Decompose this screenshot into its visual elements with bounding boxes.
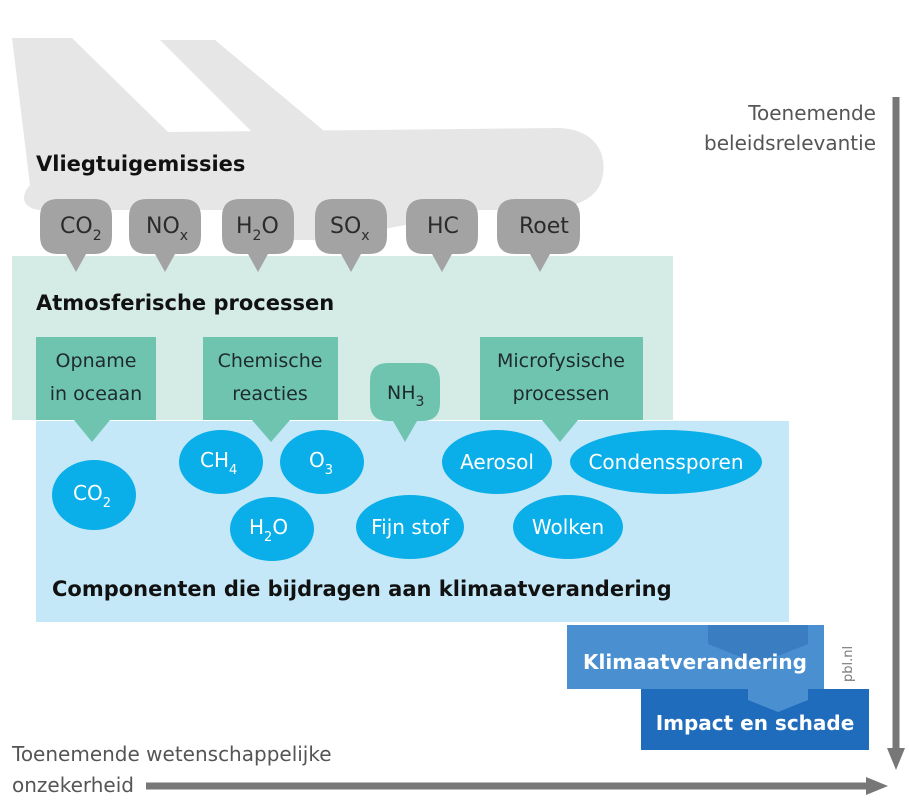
svg-text:H2O: H2O xyxy=(249,515,288,545)
impact-label: Impact en schade xyxy=(656,711,855,735)
component-label: CO xyxy=(73,481,103,505)
emission-label: Roet xyxy=(519,214,569,239)
emission-subscript: 2 xyxy=(93,228,102,244)
source-credit: pbl.nl xyxy=(841,646,856,682)
component-particulate-matter: Fijn stof xyxy=(356,495,464,559)
vertical-axis-arrow xyxy=(887,97,905,770)
component-aerosol: Aerosol xyxy=(442,430,552,494)
process-label-line2: in oceaan xyxy=(50,383,142,405)
horizontal-axis-label-line1: Toenemende wetenschappelijke xyxy=(11,742,332,766)
emission-bubble-h2o: H2O xyxy=(222,199,294,272)
emission-bubble-co2: CO2 xyxy=(40,199,112,272)
vertical-axis-label-line1: Toenemende xyxy=(747,101,876,125)
svg-text:CO2: CO2 xyxy=(60,214,102,244)
emission-bubble-nox: NOx xyxy=(129,199,201,272)
emissions-heading: Vliegtuigemissies xyxy=(36,152,245,176)
horizontal-axis-label-line2: onzekerheid xyxy=(12,773,134,797)
process-box-ocean-uptake: Opname in oceaan xyxy=(36,337,156,442)
nh3-bubble: NH3 xyxy=(370,363,440,442)
process-label-line1: Opname xyxy=(56,350,137,372)
component-contrails: Condenssporen xyxy=(570,430,762,494)
component-label: H xyxy=(249,515,264,539)
svg-text:CO2: CO2 xyxy=(73,481,111,511)
component-subscript: 3 xyxy=(325,463,333,478)
horizontal-axis-arrow xyxy=(146,777,888,795)
process-label-line2: reacties xyxy=(232,383,308,405)
component-subscript: 2 xyxy=(103,496,111,511)
nh3-label: NH xyxy=(387,382,416,404)
vertical-axis-label-line2: beleidsrelevantie xyxy=(704,131,876,155)
emission-subscript: x xyxy=(361,228,369,244)
component-subscript: 2 xyxy=(264,530,272,545)
process-label-line1: Chemische xyxy=(218,350,323,372)
emission-bubble-soot: Roet xyxy=(497,199,580,272)
component-label-tail: O xyxy=(272,515,288,539)
emission-label: SO xyxy=(330,214,361,239)
emission-label: CO xyxy=(60,214,93,239)
component-label: O xyxy=(309,448,325,472)
emission-label: NO xyxy=(146,214,180,239)
component-label: Wolken xyxy=(532,515,604,539)
nh3-subscript: 3 xyxy=(416,394,425,410)
component-label: Aerosol xyxy=(460,450,534,474)
svg-text:CH4: CH4 xyxy=(200,448,237,478)
svg-text:NOx: NOx xyxy=(146,214,188,244)
components-heading: Componenten die bijdragen aan klimaatver… xyxy=(52,577,672,601)
svg-text:SOx: SOx xyxy=(330,214,370,244)
component-h2o: H2O xyxy=(230,497,314,561)
component-o3: O3 xyxy=(280,430,364,494)
emission-label: H xyxy=(236,214,253,239)
emission-subscript: 2 xyxy=(253,228,262,244)
process-box-chemical-reactions: Chemische reacties xyxy=(203,337,338,442)
component-co2: CO2 xyxy=(52,460,136,530)
svg-text:O3: O3 xyxy=(309,448,333,478)
emission-bubble-hc: HC xyxy=(406,199,478,272)
svg-text:H2O: H2O xyxy=(236,214,279,244)
emission-bubble-sox: SOx xyxy=(315,199,387,272)
process-box-microphysical: Microfysische processen xyxy=(480,337,643,442)
component-label: Condenssporen xyxy=(588,450,743,474)
emission-label-tail: O xyxy=(261,214,278,239)
climate-change-box: Klimaatverandering xyxy=(567,625,824,712)
component-subscript: 4 xyxy=(229,463,237,478)
component-label: Fijn stof xyxy=(371,515,450,539)
component-ch4: CH4 xyxy=(179,430,263,494)
emission-label: HC xyxy=(427,214,459,239)
component-label: CH xyxy=(200,448,229,472)
emission-subscript: x xyxy=(180,228,188,244)
atmosphere-heading: Atmosferische processen xyxy=(36,291,334,315)
climate-change-label: Klimaatverandering xyxy=(583,650,807,674)
process-label-line2: processen xyxy=(513,383,610,405)
component-clouds: Wolken xyxy=(513,495,623,559)
process-label-line1: Microfysische xyxy=(497,350,625,372)
svg-text:NH3: NH3 xyxy=(387,382,424,410)
